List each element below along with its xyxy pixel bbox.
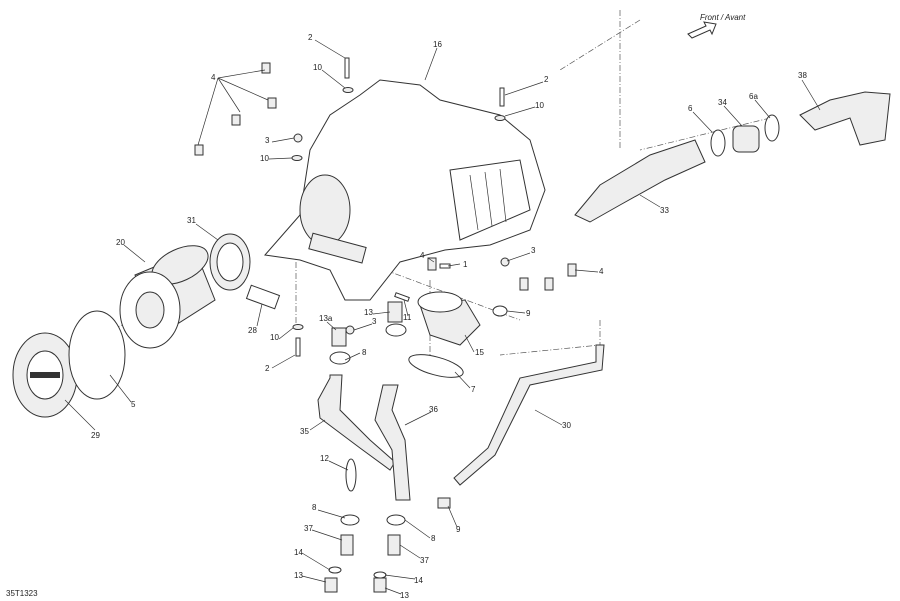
callout: 4 xyxy=(420,251,425,260)
leader-lines xyxy=(64,39,821,595)
clamp-6 xyxy=(710,129,726,157)
callout: 35 xyxy=(300,427,309,436)
callout: 3 xyxy=(531,246,536,255)
callout: 3 xyxy=(372,317,377,326)
intake-duct xyxy=(574,139,706,223)
callout: 14 xyxy=(294,548,303,557)
seal-ring xyxy=(68,310,126,400)
lower-fittings xyxy=(324,497,451,593)
callout: 6a xyxy=(749,92,758,101)
callout: 2 xyxy=(265,364,270,373)
front-avant-label: Front / Avant xyxy=(700,13,746,22)
callout: 10 xyxy=(260,154,269,163)
callout: 11 xyxy=(403,313,412,322)
drain-tube-30 xyxy=(453,344,605,486)
clamp-6a xyxy=(764,114,780,142)
callout: 13 xyxy=(400,591,409,600)
callout: 13 xyxy=(364,308,373,317)
callout: 8 xyxy=(362,348,367,357)
callout: 16 xyxy=(433,40,442,49)
airbox-housing xyxy=(264,79,546,301)
air-filter xyxy=(119,245,216,349)
filter-cover xyxy=(12,332,78,418)
callout: 37 xyxy=(304,524,313,533)
sleeve-34 xyxy=(732,125,760,153)
callout: 8 xyxy=(312,503,317,512)
callout: 3 xyxy=(265,136,270,145)
callout: 5 xyxy=(131,400,136,409)
callout: 2 xyxy=(308,33,313,42)
filter-label xyxy=(245,284,281,310)
callout: 7 xyxy=(471,385,476,394)
callout: 8 xyxy=(431,534,436,543)
callout: 2 xyxy=(544,75,549,84)
callout: 1 xyxy=(463,260,468,269)
fasteners xyxy=(194,57,577,365)
front-arrow-icon xyxy=(687,21,717,39)
callout: 12 xyxy=(320,454,329,463)
o-ring-12 xyxy=(345,458,357,492)
clamp-7 xyxy=(408,354,464,378)
callout: 10 xyxy=(535,101,544,110)
callout: 31 xyxy=(187,216,196,225)
callout: 20 xyxy=(116,238,125,247)
elbow-duct-38 xyxy=(799,91,891,146)
callout: 13 xyxy=(294,571,303,580)
callout: 28 xyxy=(248,326,257,335)
callout: 30 xyxy=(562,421,571,430)
callout: 37 xyxy=(420,556,429,565)
callouts: 2 16 10 4 2 10 3 10 38 6 34 6a 33 31 20 … xyxy=(91,33,807,600)
hose-36 xyxy=(374,384,411,501)
drawing-id: 35T1323 xyxy=(6,589,38,598)
callout: 4 xyxy=(211,73,216,82)
hose-35 xyxy=(317,374,396,471)
callout: 15 xyxy=(475,348,484,357)
callout: 29 xyxy=(91,431,100,440)
callout: 10 xyxy=(313,63,322,72)
callout: 13a xyxy=(319,314,333,323)
callout: 36 xyxy=(429,405,438,414)
callout: 14 xyxy=(414,576,423,585)
callout: 10 xyxy=(270,333,279,342)
callout: 9 xyxy=(456,525,461,534)
callout: 4 xyxy=(599,267,604,276)
callout: 38 xyxy=(798,71,807,80)
callout: 33 xyxy=(660,206,669,215)
callout: 9 xyxy=(526,309,531,318)
callout: 34 xyxy=(718,98,727,107)
callout: 6 xyxy=(688,104,693,113)
